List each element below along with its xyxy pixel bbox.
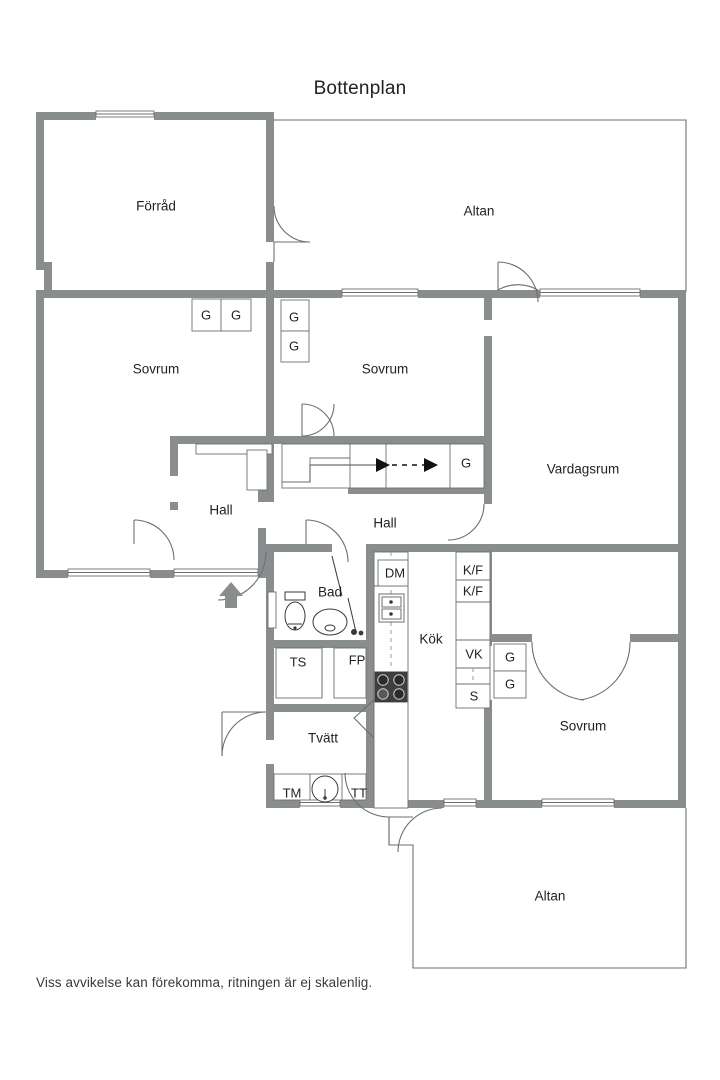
door-swings [133, 205, 631, 853]
up-arrow-icon [219, 582, 243, 608]
toilet-icon [284, 591, 306, 631]
page-title: Bottenplan [313, 78, 407, 99]
counter-guides [390, 552, 474, 684]
disclaimer-text: Viss avvikelse kan förekomma, ritningen … [36, 975, 373, 990]
kitchen-sink-icon [378, 593, 405, 623]
cabinet-outlines [191, 298, 527, 809]
stair-arrow-tail [309, 464, 376, 482]
laundry-sink-icon [311, 775, 339, 803]
sink-icon [312, 608, 348, 636]
right-arrow-icon [376, 458, 438, 472]
stove-icon [374, 671, 408, 703]
floor-drain-icon [351, 629, 364, 636]
